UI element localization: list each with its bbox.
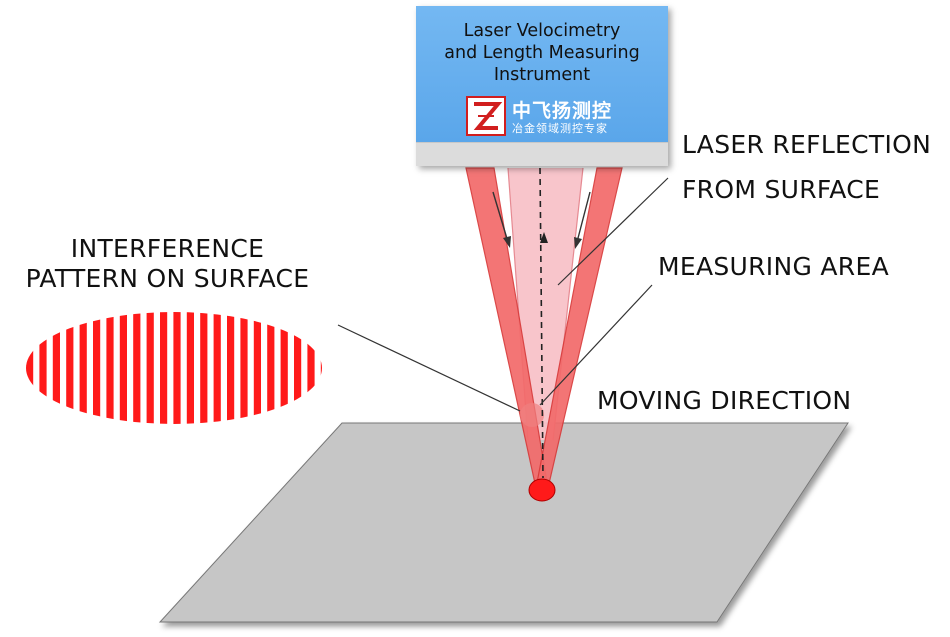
interference-fringe bbox=[66, 312, 74, 424]
arrow-right-head bbox=[574, 237, 582, 249]
z-logo-icon bbox=[466, 96, 506, 136]
interference-label-line2: PATTERN ON SURFACE bbox=[25, 264, 310, 293]
device-base bbox=[416, 142, 668, 166]
interference-fringe bbox=[186, 312, 194, 424]
axis-arrow-up bbox=[540, 232, 548, 243]
device-title-line: and Length Measuring bbox=[444, 43, 640, 63]
arrow-right-shaft bbox=[576, 191, 591, 243]
laser-reflection-label-line1: LASER REFLECTION bbox=[682, 130, 932, 159]
interference-fringe bbox=[280, 312, 288, 424]
brand-slogan: 冶金领域测控专家 bbox=[512, 122, 608, 135]
interference-fringe bbox=[146, 312, 154, 424]
interference-fringe bbox=[39, 312, 47, 424]
measuring-area-marker bbox=[520, 403, 544, 427]
interference-fringe bbox=[79, 312, 87, 424]
brand-name: 中飞扬测控 bbox=[512, 100, 613, 122]
measuring-spot bbox=[528, 478, 556, 502]
interference-fringe bbox=[106, 312, 114, 424]
interference-fringe bbox=[160, 312, 168, 424]
leader-interference bbox=[337, 324, 521, 412]
moving-direction-label: MOVING DIRECTION bbox=[597, 386, 852, 415]
arrow-left-shaft bbox=[492, 191, 509, 243]
interference-fringe bbox=[133, 312, 141, 424]
leader-laser-reflection bbox=[557, 177, 669, 286]
measuring-area-label: MEASURING AREA bbox=[658, 252, 889, 281]
interference-fringe bbox=[240, 312, 248, 424]
interference-fringe bbox=[52, 312, 60, 424]
interference-fringe bbox=[320, 312, 322, 424]
interference-fringe bbox=[227, 312, 235, 424]
device-front-panel: Laser Velocimetry and Length Measuring I… bbox=[416, 6, 668, 142]
velocimeter-device: Laser Velocimetry and Length Measuring I… bbox=[416, 6, 668, 166]
interference-fringe bbox=[307, 312, 315, 424]
arrow-left-head bbox=[503, 236, 511, 248]
device-title-line: Laser Velocimetry bbox=[463, 21, 621, 41]
interference-fringe bbox=[93, 312, 101, 424]
moving-surface bbox=[158, 422, 849, 623]
leader-measuring-area bbox=[539, 284, 653, 406]
interference-fringe bbox=[119, 312, 127, 424]
brand-logo: 中飞扬测控 冶金领域测控专家 bbox=[466, 96, 626, 136]
interference-pattern bbox=[26, 312, 322, 424]
device-title-line: Instrument bbox=[493, 65, 591, 85]
interference-fringe bbox=[253, 312, 261, 424]
laser-reflection-label-line2: FROM SURFACE bbox=[682, 175, 881, 204]
interference-fringe bbox=[26, 312, 34, 424]
optical-axis bbox=[539, 167, 544, 479]
interference-fringe bbox=[294, 312, 302, 424]
interference-fringe bbox=[173, 312, 181, 424]
interference-fringe bbox=[213, 312, 221, 424]
interference-label-line1: INTERFERENCE bbox=[70, 234, 265, 263]
interference-fringe bbox=[200, 312, 208, 424]
interference-fringe bbox=[267, 312, 275, 424]
device-title: Laser Velocimetry and Length Measuring I… bbox=[416, 20, 668, 86]
